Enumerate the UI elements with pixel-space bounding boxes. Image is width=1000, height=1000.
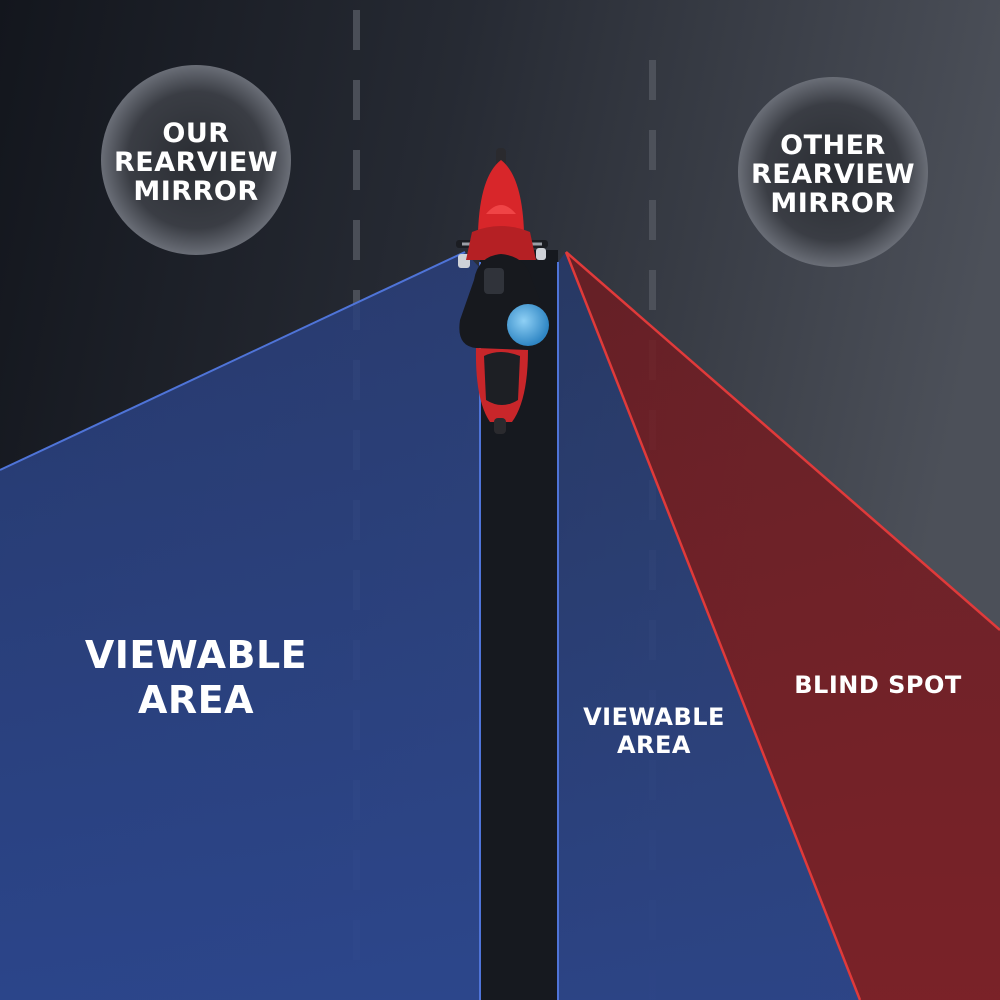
label-line: MIRROR <box>770 188 896 219</box>
blind-spot-zone <box>566 252 1000 1000</box>
label-line: REARVIEW <box>750 159 916 190</box>
motorcycle-rider <box>456 148 549 434</box>
viewable-left-edge-line <box>0 251 466 471</box>
label-line: OTHER <box>780 130 886 161</box>
label-line: AREA <box>616 731 692 759</box>
label-line: REARVIEW <box>113 147 279 178</box>
label-line: VIEWABLE <box>84 633 308 677</box>
viewable-area-left-zone <box>0 252 480 1000</box>
our-mirror-circle <box>101 65 291 255</box>
viewable-area-right-zone <box>558 252 860 1000</box>
viewable-area-left-label: VIEWABLE AREA <box>85 633 307 723</box>
rear-wheel <box>494 418 506 434</box>
seat <box>484 352 520 405</box>
label-line: AREA <box>137 678 255 722</box>
other-rearview-mirror-label: OTHER REARVIEW MIRROR <box>751 131 915 218</box>
helmet <box>507 304 549 346</box>
label-line: VIEWABLE <box>583 703 725 731</box>
our-rearview-mirror-label: OUR REARVIEW MIRROR <box>114 119 278 206</box>
blind-spot-label: BLIND SPOT <box>794 671 962 699</box>
blind-spot-outer-edge <box>565 251 1000 631</box>
label-line: OUR <box>162 118 230 149</box>
blind-spot-inner-edge <box>564 251 862 1000</box>
other-mirror-circle <box>738 77 928 267</box>
label-line: MIRROR <box>133 176 259 207</box>
viewable-area-right-label: VIEWABLE AREA <box>583 703 725 759</box>
